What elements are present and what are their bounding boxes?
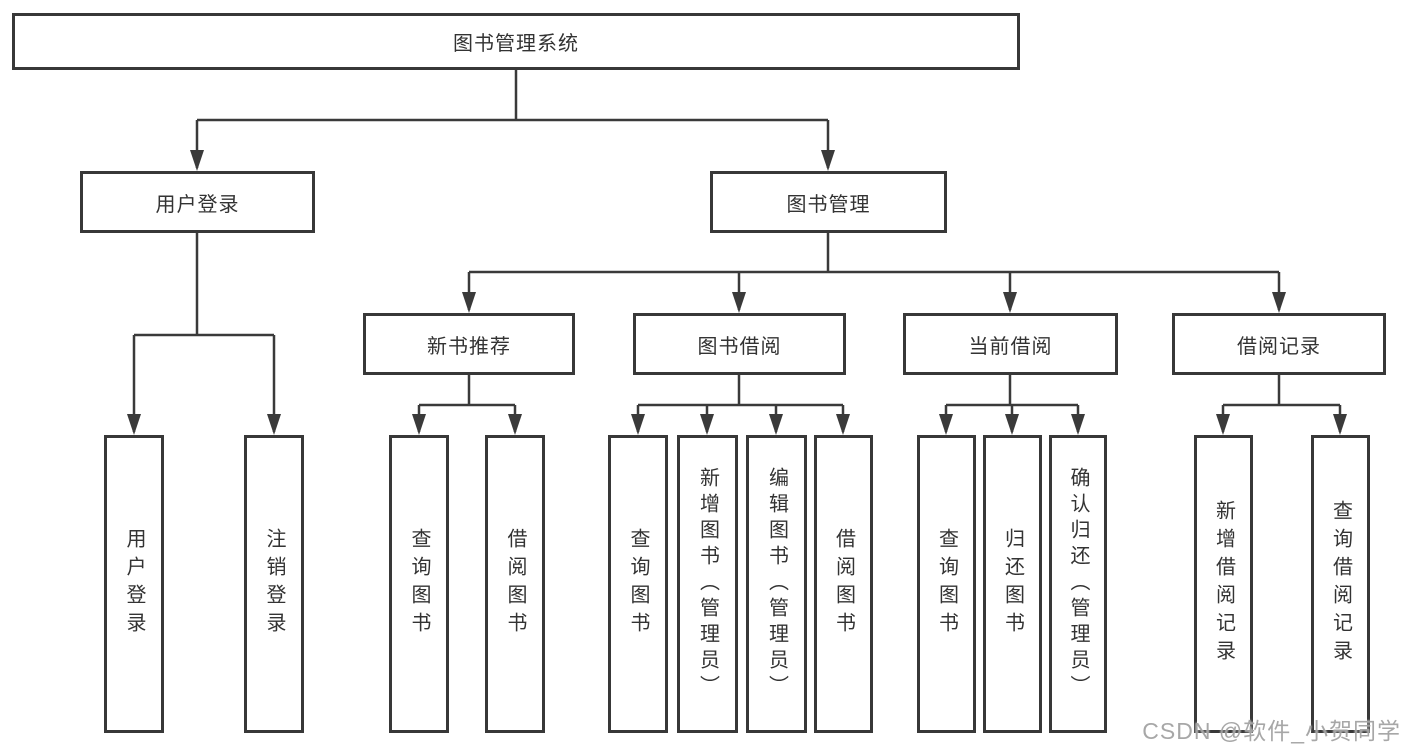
node-book-management: 图书管理 [710,171,947,233]
leaf-borrow-books: 借阅图书 [814,435,873,733]
leaf-add-borrow-record: 新增借阅记录 [1194,435,1253,733]
leaf-edit-books-admin: 编辑图书（管理员） [746,435,807,733]
leaf-add-books-admin: 新增图书（管理员） [677,435,738,733]
node-current-borrowing: 当前借阅 [903,313,1118,375]
node-user-login: 用户登录 [80,171,315,233]
leaf-query-books: 查询图书 [389,435,449,733]
node-borrowing-records: 借阅记录 [1172,313,1386,375]
node-new-book-recommendation: 新书推荐 [363,313,575,375]
connector-lines [132,70,1342,432]
leaf-user-login: 用户登录 [104,435,164,733]
leaf-confirm-return-admin: 确认归还（管理员） [1049,435,1107,733]
csdn-watermark: CSDN @软件_小贺同学 [1142,718,1401,744]
leaf-query-borrow-record: 查询借阅记录 [1311,435,1370,733]
node-root-system: 图书管理系统 [12,13,1020,70]
leaf-borrow-books: 借阅图书 [485,435,545,733]
arrowheads [127,150,1347,435]
leaf-query-books: 查询图书 [917,435,976,733]
leaf-query-books: 查询图书 [608,435,668,733]
node-book-borrowing: 图书借阅 [633,313,846,375]
leaf-return-books: 归还图书 [983,435,1042,733]
leaf-logout: 注销登录 [244,435,304,733]
